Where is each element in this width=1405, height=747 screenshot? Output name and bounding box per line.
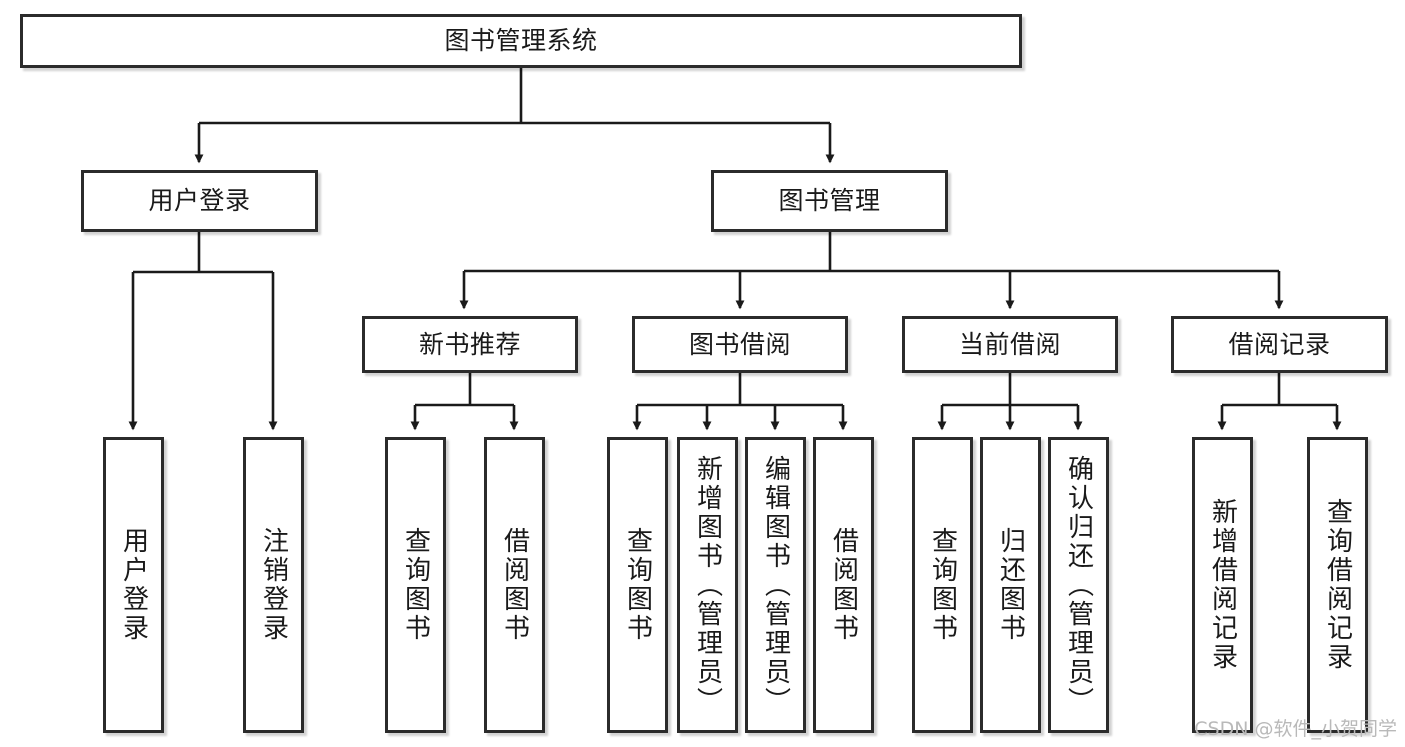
node-root-label: 图书管理系统 xyxy=(444,26,598,56)
node-leaf-cb-confirm-label: 确认归还（管理员） xyxy=(1063,454,1094,716)
node-book-mgmt-label: 图书管理 xyxy=(778,186,881,216)
node-leaf-br-add-label: 新增借阅记录 xyxy=(1207,498,1238,672)
node-leaf-nbr-borrow-label: 借阅图书 xyxy=(499,527,530,643)
node-leaf-bb-edit[interactable]: 编辑图书（管理员） xyxy=(745,437,806,733)
node-leaf-nbr-query-label: 查询图书 xyxy=(400,527,431,643)
node-borrow-record[interactable]: 借阅记录 xyxy=(1171,316,1388,373)
node-new-book-rec-label: 新书推荐 xyxy=(418,329,521,359)
node-leaf-br-add[interactable]: 新增借阅记录 xyxy=(1192,437,1253,733)
node-book-borrow-label: 图书借阅 xyxy=(688,329,791,359)
node-leaf-cb-return[interactable]: 归还图书 xyxy=(980,437,1041,733)
node-new-book-rec[interactable]: 新书推荐 xyxy=(362,316,578,373)
node-leaf-bb-borrow-label: 借阅图书 xyxy=(828,527,859,643)
node-leaf-cb-query[interactable]: 查询图书 xyxy=(912,437,973,733)
csdn-watermark: CSDN @软件_小贺同学 xyxy=(1194,718,1397,740)
node-user-login[interactable]: 用户登录 xyxy=(81,170,318,232)
node-leaf-user-login-label: 用户登录 xyxy=(118,527,149,643)
node-leaf-cb-confirm[interactable]: 确认归还（管理员） xyxy=(1048,437,1109,733)
node-leaf-br-query[interactable]: 查询借阅记录 xyxy=(1307,437,1368,733)
node-leaf-nbr-query[interactable]: 查询图书 xyxy=(385,437,446,733)
node-book-mgmt[interactable]: 图书管理 xyxy=(711,170,948,232)
node-user-login-label: 用户登录 xyxy=(148,186,251,216)
node-leaf-bb-borrow[interactable]: 借阅图书 xyxy=(813,437,874,733)
node-leaf-bb-edit-label: 编辑图书（管理员） xyxy=(760,454,791,716)
node-leaf-user-login[interactable]: 用户登录 xyxy=(103,437,164,733)
node-leaf-bb-query[interactable]: 查询图书 xyxy=(607,437,668,733)
node-leaf-nbr-borrow[interactable]: 借阅图书 xyxy=(484,437,545,733)
node-root[interactable]: 图书管理系统 xyxy=(20,14,1022,68)
node-leaf-cb-return-label: 归还图书 xyxy=(995,527,1026,643)
node-leaf-bb-query-label: 查询图书 xyxy=(622,527,653,643)
node-leaf-cb-query-label: 查询图书 xyxy=(927,527,958,643)
node-current-borrow-label: 当前借阅 xyxy=(958,329,1061,359)
node-borrow-record-label: 借阅记录 xyxy=(1228,329,1331,359)
node-book-borrow[interactable]: 图书借阅 xyxy=(632,316,848,373)
node-current-borrow[interactable]: 当前借阅 xyxy=(902,316,1118,373)
node-leaf-user-logout[interactable]: 注销登录 xyxy=(243,437,304,733)
node-leaf-bb-add[interactable]: 新增图书（管理员） xyxy=(677,437,738,733)
node-leaf-br-query-label: 查询借阅记录 xyxy=(1322,498,1353,672)
node-leaf-user-logout-label: 注销登录 xyxy=(258,527,289,643)
node-leaf-bb-add-label: 新增图书（管理员） xyxy=(692,454,723,716)
